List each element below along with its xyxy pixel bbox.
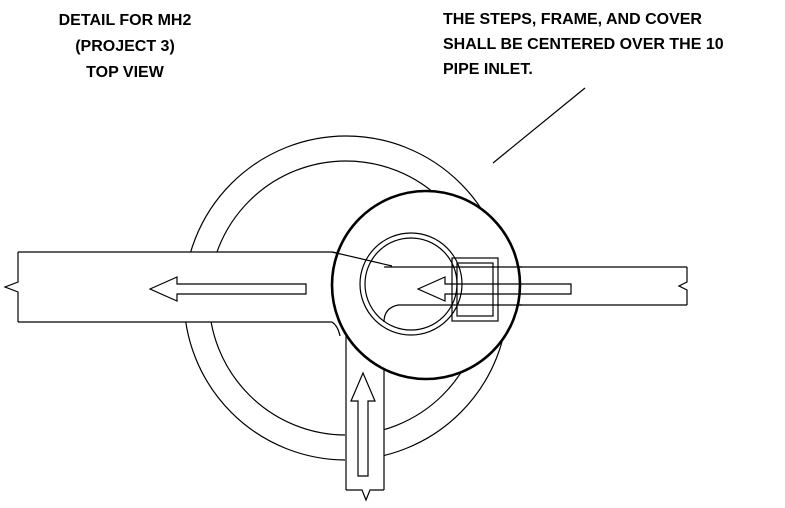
east-pipe-break [677,267,688,305]
manhole-frame-outer [330,189,522,381]
title-block: DETAIL FOR MH2 (PROJECT 3) TOP VIEW [59,12,192,81]
title-line-3: TOP VIEW [86,64,165,81]
west-pipe-break [3,252,19,322]
note-line-1: THE STEPS, FRAME, AND COVER [443,11,702,28]
manhole-steps [451,257,499,322]
note-line-3: PIPE INLET. [443,61,533,78]
title-line-1: DETAIL FOR MH2 [59,12,192,29]
flow-arrow-east [416,276,572,302]
flow-arrow-west [148,276,307,302]
title-line-2: (PROJECT 3) [75,38,175,55]
pipe-lines-through-cover [331,251,522,345]
south-pipe-break [346,489,384,502]
note-block: THE STEPS, FRAME, AND COVER SHALL BE CEN… [443,11,724,78]
note-line-2: SHALL BE CENTERED OVER THE 10 [443,36,724,53]
leader-line [492,87,586,164]
flow-arrow-north [350,371,376,477]
west-pipe-mask [5,252,327,322]
